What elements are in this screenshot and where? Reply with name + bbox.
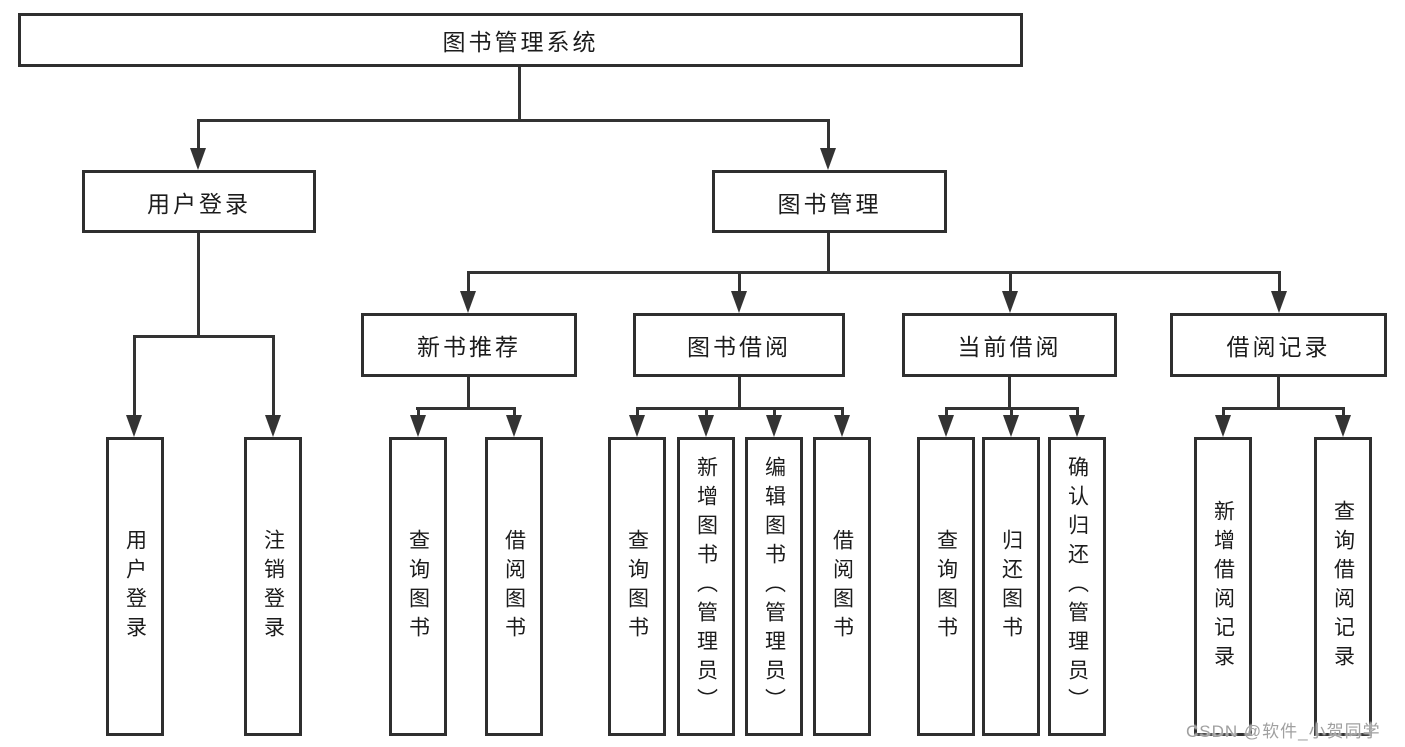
connector-vline <box>467 271 470 293</box>
arrowhead-down-icon <box>766 415 782 437</box>
node-book-borrowing-label: 图书借阅 <box>687 334 791 360</box>
connector-vline <box>197 119 200 151</box>
connector-hline <box>467 271 1280 274</box>
node-borrowing-records: 借阅记录 <box>1170 313 1387 377</box>
connector-vline <box>1076 407 1079 417</box>
node-borrowing-records-label: 借阅记录 <box>1226 334 1331 360</box>
connector-vline <box>1010 407 1013 417</box>
node-recommend-query-books: 查询图书 <box>389 437 447 736</box>
connector-vline <box>1009 271 1012 293</box>
node-book-borrowing: 图书借阅 <box>633 313 845 377</box>
node-book-management-label: 图书管理 <box>777 190 882 217</box>
node-borrowing-edit-books: 编辑图书（管理员） <box>745 437 803 736</box>
connector-vline <box>636 407 639 417</box>
arrowhead-down-icon <box>1215 415 1231 437</box>
node-recommend-borrow-books-label: 借阅图书 <box>502 528 526 645</box>
node-current-confirm-return: 确认归还（管理员） <box>1048 437 1106 736</box>
node-login-label: 用户登录 <box>123 528 147 645</box>
arrowhead-down-icon <box>460 291 476 313</box>
watermark-text: CSDN @软件_小贺同学 <box>1186 722 1381 741</box>
connector-hline <box>197 119 830 122</box>
connector-vline <box>945 407 948 417</box>
node-user-login: 用户登录 <box>82 170 316 233</box>
arrowhead-down-icon <box>731 291 747 313</box>
node-login: 用户登录 <box>106 437 164 736</box>
arrowhead-down-icon <box>629 415 645 437</box>
node-current-borrowing: 当前借阅 <box>902 313 1117 377</box>
connector-hline <box>636 407 844 410</box>
node-new-book-recommend: 新书推荐 <box>361 313 577 377</box>
connector-vline <box>272 335 275 419</box>
node-root: 图书管理系统 <box>18 13 1023 67</box>
arrowhead-down-icon <box>1002 291 1018 313</box>
connector-vline <box>827 233 830 273</box>
arrowhead-down-icon <box>1003 415 1019 437</box>
node-records-add-record: 新增借阅记录 <box>1194 437 1252 736</box>
connector-vline <box>1277 377 1280 409</box>
node-current-return-books-label: 归还图书 <box>999 528 1023 645</box>
node-records-query-record-label: 查询借阅记录 <box>1331 499 1355 674</box>
connector-hline <box>133 335 275 338</box>
node-user-login-label: 用户登录 <box>147 190 251 217</box>
connector-hline <box>1222 407 1345 410</box>
arrowhead-down-icon <box>126 415 142 437</box>
node-recommend-borrow-books: 借阅图书 <box>485 437 543 736</box>
node-borrowing-add-books: 新增图书（管理员） <box>677 437 735 736</box>
node-current-return-books: 归还图书 <box>982 437 1040 736</box>
arrowhead-down-icon <box>410 415 426 437</box>
connector-vline <box>1342 407 1345 417</box>
connector-vline <box>738 377 741 409</box>
arrowhead-down-icon <box>1271 291 1287 313</box>
connector-vline <box>518 67 521 119</box>
arrowhead-down-icon <box>1069 415 1085 437</box>
node-borrowing-borrow-books: 借阅图书 <box>813 437 871 736</box>
node-current-query-books-label: 查询图书 <box>934 528 958 645</box>
node-new-book-recommend-label: 新书推荐 <box>417 334 521 360</box>
node-logout: 注销登录 <box>244 437 302 736</box>
node-current-query-books: 查询图书 <box>917 437 975 736</box>
arrowhead-down-icon <box>820 148 836 170</box>
arrowhead-down-icon <box>265 415 281 437</box>
connector-vline <box>1008 377 1011 409</box>
connector-vline <box>705 407 708 417</box>
arrowhead-down-icon <box>834 415 850 437</box>
connector-vline <box>738 271 741 293</box>
connector-vline <box>1278 271 1281 293</box>
connector-vline <box>827 119 830 151</box>
node-book-management: 图书管理 <box>712 170 947 233</box>
node-borrowing-edit-books-label: 编辑图书（管理员） <box>762 456 786 717</box>
arrowhead-down-icon <box>1335 415 1351 437</box>
arrowhead-down-icon <box>190 148 206 170</box>
connector-vline <box>467 377 470 409</box>
node-borrowing-borrow-books-label: 借阅图书 <box>830 528 854 645</box>
node-borrowing-add-books-label: 新增图书（管理员） <box>694 456 718 717</box>
connector-vline <box>841 407 844 417</box>
connector-vline <box>513 407 516 417</box>
connector-vline <box>133 335 136 419</box>
connector-vline <box>773 407 776 417</box>
connector-vline <box>197 233 200 337</box>
node-current-borrowing-label: 当前借阅 <box>957 334 1062 360</box>
connector-vline <box>1222 407 1225 417</box>
connector-vline <box>417 407 420 417</box>
node-records-add-record-label: 新增借阅记录 <box>1211 499 1235 674</box>
arrowhead-down-icon <box>698 415 714 437</box>
node-root-label: 图书管理系统 <box>442 29 599 55</box>
node-records-query-record: 查询借阅记录 <box>1314 437 1372 736</box>
node-borrowing-query-books: 查询图书 <box>608 437 666 736</box>
node-current-confirm-return-label: 确认归还（管理员） <box>1065 456 1089 717</box>
arrowhead-down-icon <box>938 415 954 437</box>
arrowhead-down-icon <box>506 415 522 437</box>
node-recommend-query-books-label: 查询图书 <box>406 528 430 645</box>
node-borrowing-query-books-label: 查询图书 <box>625 528 649 645</box>
node-logout-label: 注销登录 <box>261 528 285 645</box>
connector-hline <box>416 407 516 410</box>
